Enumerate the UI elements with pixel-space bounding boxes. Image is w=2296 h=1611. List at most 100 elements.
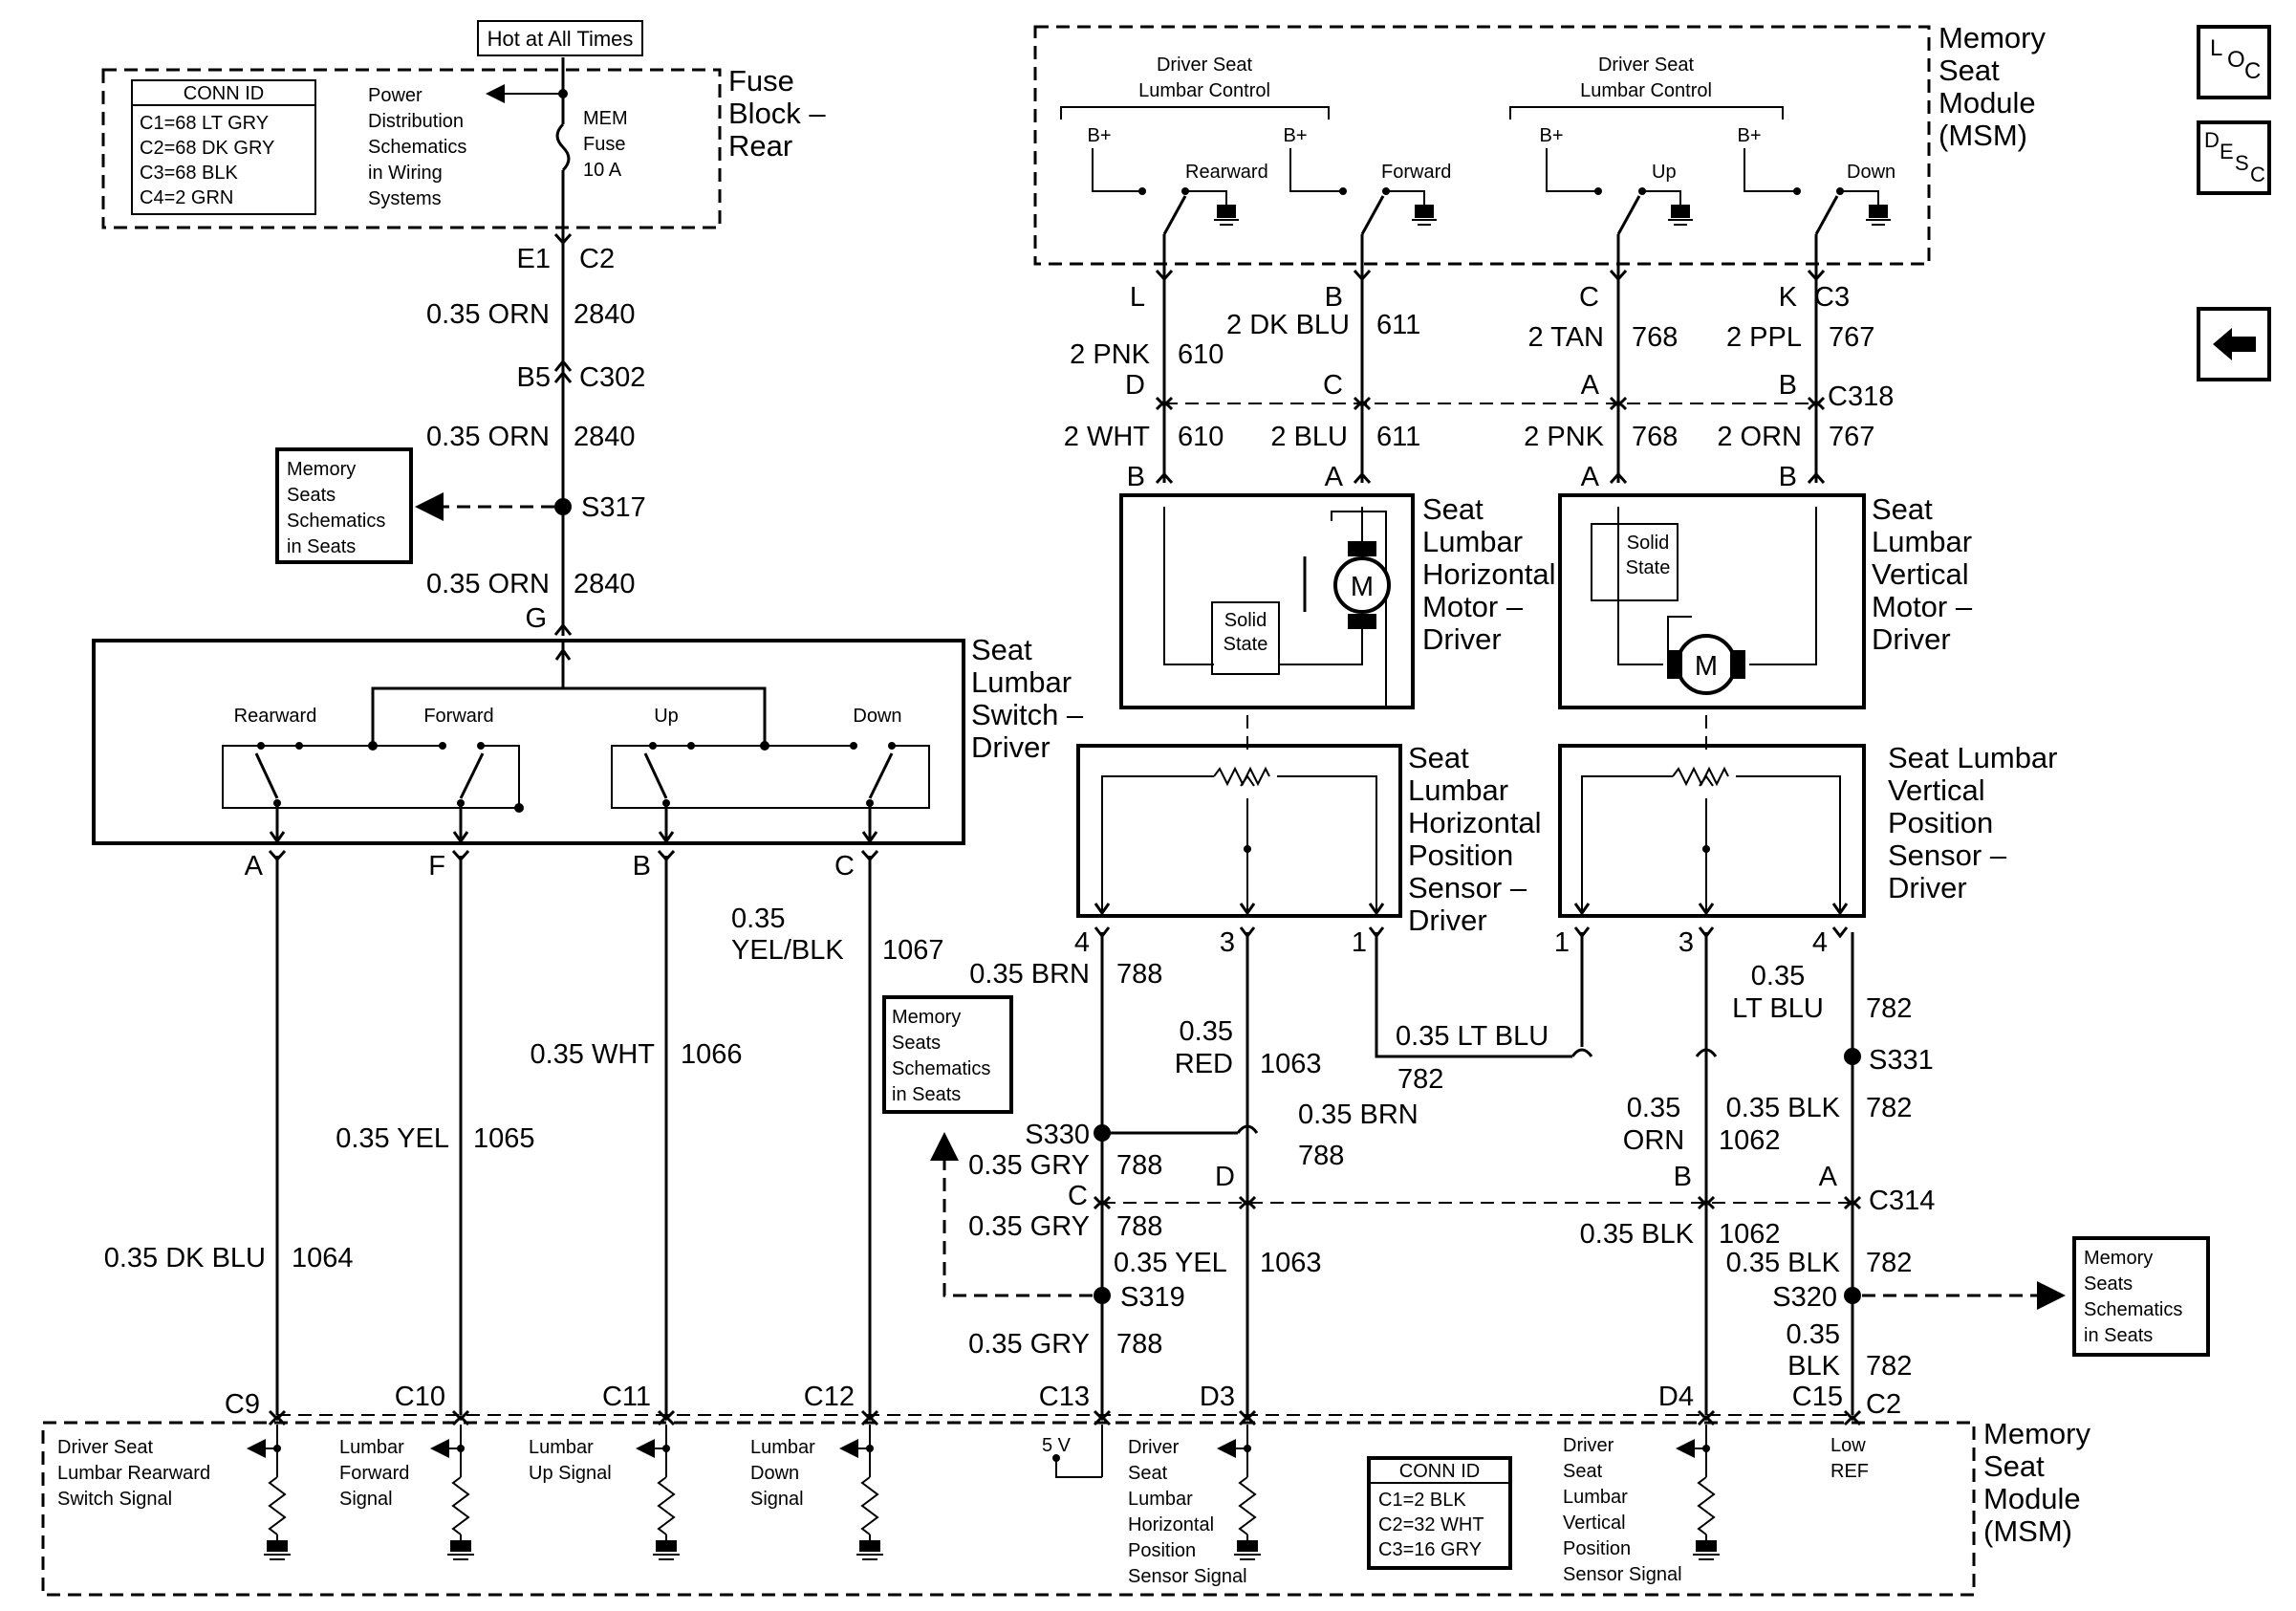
msm-h-sensor-label-1: Driver xyxy=(1128,1437,1180,1458)
switch-title-4: Driver xyxy=(971,730,1051,764)
fuse-block-title-2: Block – xyxy=(728,97,826,130)
msm-c10-label-1: Lumbar xyxy=(339,1437,404,1458)
bplus-3: B+ xyxy=(1539,125,1563,146)
wire-1064-circuit: 1064 xyxy=(292,1243,354,1274)
msm-c11-label-1: Lumbar xyxy=(529,1437,594,1458)
wire-1062-circuit: 1062 xyxy=(1719,1125,1781,1156)
c314-pin-c: C xyxy=(1068,1181,1088,1211)
wire-611-lower-gauge: 2 BLU xyxy=(1270,422,1348,452)
v-motor-title-5: Driver xyxy=(1872,622,1951,656)
h-motor-title-5: Driver xyxy=(1422,622,1502,656)
memory-ref-2-line-4: in Seats xyxy=(892,1084,961,1105)
feed-circuit-3: 2840 xyxy=(574,569,636,599)
msm-pin-l: L xyxy=(1130,282,1145,313)
splice-s330 xyxy=(1094,1124,1111,1142)
msm-pin-b: B xyxy=(1325,282,1343,313)
c318-pin-d: D xyxy=(1125,370,1145,401)
loc-icon-c: C xyxy=(2244,58,2261,84)
wire-782-blk4-circuit: 782 xyxy=(1866,1351,1912,1382)
msm-switch-rearward: Rearward xyxy=(1185,162,1268,183)
low-ref-label-2: REF xyxy=(1830,1461,1869,1482)
h-motor-title-2: Lumbar xyxy=(1422,525,1523,558)
msm-bottom-title-4: (MSM) xyxy=(1983,1514,2072,1548)
switch-label-forward: Forward xyxy=(423,706,493,727)
msm-c9-label-1: Driver Seat xyxy=(57,1437,153,1458)
wire-610-upper-circuit: 610 xyxy=(1178,339,1224,370)
loc-icon[interactable]: L O C xyxy=(2197,25,2271,99)
bplus-2: B+ xyxy=(1283,125,1307,146)
bplus-4: B+ xyxy=(1737,125,1761,146)
power-ref-4: in Wiring xyxy=(368,163,443,184)
conn-b5: B5 xyxy=(517,362,551,393)
switch-contacts xyxy=(254,741,896,813)
v-sensor-title-5: Driver xyxy=(1888,871,1967,904)
conn-id-c2: C2=68 DK GRY xyxy=(140,138,274,159)
msm-top-boundary xyxy=(1033,25,1931,266)
wire-782-blk3-gauge: 0.35 BLK xyxy=(1726,1248,1841,1278)
splice-s320 xyxy=(1844,1287,1861,1304)
msm-v-sensor-label-6: Sensor Signal xyxy=(1563,1564,1682,1585)
conn-c15: C15 xyxy=(1792,1382,1843,1412)
power-ref-5: Systems xyxy=(368,188,442,209)
h-solid-state-box xyxy=(1211,601,1280,675)
fuse-block-title-3: Rear xyxy=(728,129,792,163)
fuse-block-title-1: Fuse xyxy=(728,64,794,98)
h-solid-state-l2: State xyxy=(1224,634,1268,655)
memory-seats-ref-box-3 xyxy=(2072,1236,2210,1357)
splice-s317 xyxy=(554,498,572,515)
splice-s319 xyxy=(1094,1287,1111,1304)
msm-c10-label-2: Forward xyxy=(339,1463,409,1484)
msm-top-title-2: Seat xyxy=(1939,54,2000,87)
h-motor-title-4: Motor – xyxy=(1422,590,1524,623)
wire-782-blk-circuit: 782 xyxy=(1866,1093,1912,1123)
v-motor-box xyxy=(1558,493,1866,709)
switch-pin-c: C xyxy=(834,851,855,882)
switch-pin-a: A xyxy=(245,851,264,882)
conn-c9: C9 xyxy=(225,1389,260,1420)
desc-icon[interactable]: D E S C xyxy=(2197,120,2271,195)
wire-767-lower-gauge: 2 ORN xyxy=(1717,422,1802,452)
wire-1063-circuit: 1063 xyxy=(1260,1049,1322,1079)
wire-782-v-gauge: LT BLU xyxy=(1732,993,1824,1024)
memory-ref-1-line-2: Seats xyxy=(287,485,336,506)
power-ref-1: Power xyxy=(368,85,422,106)
wire-782-ltblu-circuit: 782 xyxy=(1397,1064,1443,1095)
msm-conn-id-c2: C2=32 WHT xyxy=(1378,1514,1484,1535)
conn-c2-bottom: C2 xyxy=(1866,1389,1901,1420)
back-arrow-icon[interactable] xyxy=(2197,307,2271,381)
wire-768-lower-gauge: 2 PNK xyxy=(1524,422,1604,452)
msm-conn-id-c3: C3=16 GRY xyxy=(1378,1539,1482,1560)
switch-title-2: Lumbar xyxy=(971,665,1072,699)
msm-h-sensor-label-6: Sensor Signal xyxy=(1128,1566,1247,1587)
feed-circuit-2: 2840 xyxy=(574,422,636,452)
msm-c11-label-2: Up Signal xyxy=(529,1463,612,1484)
wire-1062-blk-gauge: 0.35 BLK xyxy=(1580,1219,1695,1250)
hot-at-all-times-label: Hot at All Times xyxy=(487,27,634,51)
feed-gauge-1: 0.35 ORN xyxy=(426,299,550,330)
wire-1065-circuit: 1065 xyxy=(473,1123,535,1154)
desc-icon-s: S xyxy=(2235,151,2249,175)
v-sensor-title-1: Seat Lumbar xyxy=(1888,741,2058,774)
splice-s317-label: S317 xyxy=(581,492,646,523)
wire-788-gauge: 0.35 BRN xyxy=(969,959,1090,990)
memory-ref-2-line-1: Memory xyxy=(892,1007,961,1028)
h-solid-state-l1: Solid xyxy=(1224,610,1267,631)
conn-d3: D3 xyxy=(1200,1382,1235,1412)
wire-768-upper-gauge: 2 TAN xyxy=(1527,322,1604,353)
msm-switch-up: Up xyxy=(1652,162,1677,183)
fuse-label-2: Fuse xyxy=(583,134,625,155)
conn-c13: C13 xyxy=(1039,1382,1090,1412)
msm-h-sensor-label-3: Lumbar xyxy=(1128,1489,1193,1510)
wire-1067-gauge-top: 0.35 xyxy=(731,903,785,934)
desc-icon-d: D xyxy=(2204,128,2220,152)
msm-h-sensor-label-2: Seat xyxy=(1128,1463,1168,1484)
conn-c2: C2 xyxy=(579,244,615,274)
h-sensor-pin-4: 4 xyxy=(1074,927,1090,958)
msm-c12-label-3: Signal xyxy=(750,1489,804,1510)
msm-conn-id-c1: C1=2 BLK xyxy=(1378,1490,1466,1511)
h-sensor-resistor-icon xyxy=(1213,766,1270,787)
h-motor-box xyxy=(1119,493,1415,709)
bplus-1: B+ xyxy=(1087,125,1111,146)
memory-ref-1-line-4: in Seats xyxy=(287,536,356,557)
